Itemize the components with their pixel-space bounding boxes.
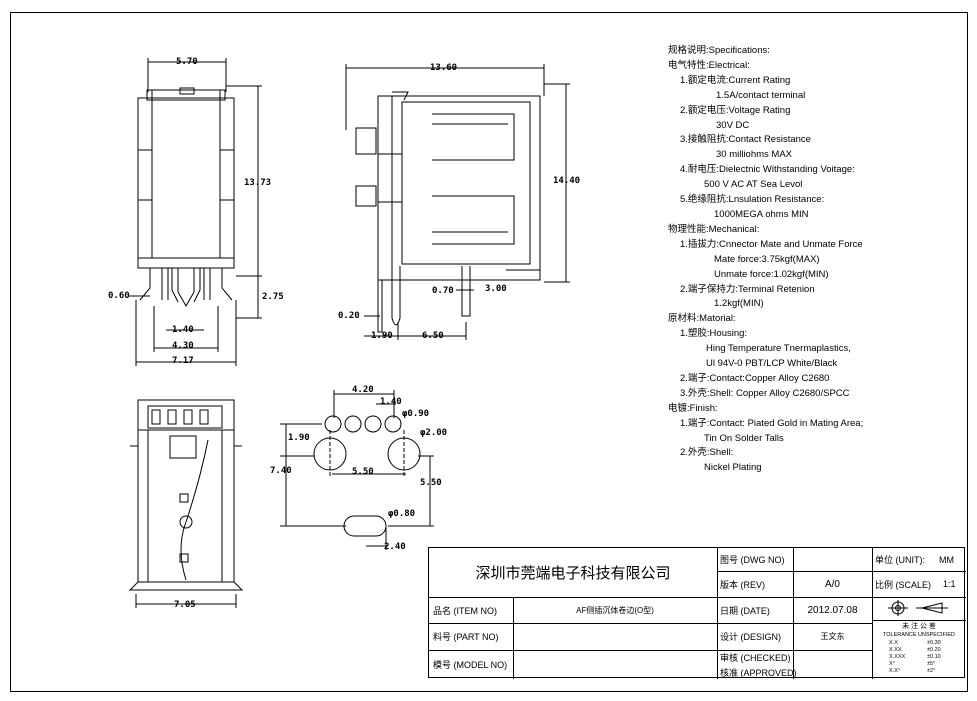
dim-0-20: 0.20 bbox=[338, 311, 360, 321]
spec-line: 1.5A/contact terminal bbox=[716, 89, 806, 101]
spec-line: 1.额定电流:Current Rating bbox=[680, 74, 791, 86]
dim-5-50-vertical: 5.50 bbox=[420, 478, 442, 488]
spec-line: 5.绝缘阻抗:Lnsulation Resistance: bbox=[680, 194, 825, 206]
spec-line: 2.端子保持力:Terminal Retenion bbox=[680, 283, 815, 295]
spec-line: Mate force:3.75kgf(MAX) bbox=[714, 253, 820, 265]
spec-line: 1.插拔力:Cnnector Mate and Unmate Force bbox=[680, 238, 863, 250]
part-no-label: 料号 (PART NO) bbox=[433, 632, 499, 642]
dim-5-70: 5.70 bbox=[176, 57, 198, 67]
checked-label: 审核 (CHECKED) bbox=[720, 653, 791, 663]
dim-phi-2-00: φ2.00 bbox=[420, 428, 448, 438]
tolerance-title: 未 注 公 差 bbox=[902, 623, 936, 630]
spec-line: 1.端子:Contact: Piated Gold in Mating Area… bbox=[680, 417, 864, 429]
dim-1-90-side: 1.90 bbox=[371, 331, 393, 341]
spec-line: Nickel Plating bbox=[704, 462, 762, 474]
tolerance-row: X.X°±2° bbox=[889, 668, 936, 674]
spec-line: 3.接触阻抗:Contact Resistance bbox=[680, 134, 811, 146]
spec-line: 1.2kgf(MIN) bbox=[714, 298, 764, 310]
spec-line: 4.耐电压:Dielectnic Withstanding Voitage: bbox=[680, 164, 855, 176]
spec-line: 30 milliohms MAX bbox=[716, 149, 793, 161]
dim-4-20: 4.20 bbox=[352, 385, 374, 395]
drawing-frame bbox=[10, 12, 968, 692]
dim-phi-0-80: φ0.80 bbox=[388, 509, 416, 519]
model-no-label: 模号 (MODEL NO) bbox=[433, 660, 508, 670]
spec-line: Ul 94V-0 PBT/LCP White/Black bbox=[706, 358, 838, 370]
dim-1-40-front: 1.40 bbox=[172, 325, 194, 335]
tolerance-table: X.X±0.30 X.XX±0.20 X.XXX±0.10 X°±5° X.X°… bbox=[889, 640, 941, 675]
dim-4-30: 4.30 bbox=[172, 341, 194, 351]
spec-line: 1.塑胶:Housing: bbox=[680, 328, 748, 340]
dim-14-40: 14.40 bbox=[553, 176, 581, 186]
tolerance-row: X.XX±0.20 bbox=[889, 647, 941, 653]
design-value: 王文东 bbox=[820, 632, 845, 641]
spec-line: Unmate force:1.02kgf(MIN) bbox=[714, 268, 829, 280]
bottom-view bbox=[128, 399, 244, 608]
spec-line: 30V DC bbox=[716, 119, 750, 131]
approved-label: 核准 (APPROVED) bbox=[720, 667, 797, 678]
unit-label: 单位 (UNIT): bbox=[875, 555, 925, 565]
tolerance-subtitle: TOLERANCE UNSPECIFIED bbox=[882, 631, 956, 638]
spec-line: 2.外壳:Shell: bbox=[680, 447, 734, 459]
title-block: 深圳市莞端电子科技有限公司 品名 (ITEM NO) AF侧插沉体卷边(O型) … bbox=[428, 547, 966, 679]
dim-2-40: 2.40 bbox=[384, 542, 406, 552]
specifications-notes: 规格说明:Specifications: 电气特性:Electrical: 1.… bbox=[668, 44, 863, 476]
spec-line: 1000MEGA ohms MIN bbox=[714, 208, 809, 220]
company-name: 深圳市莞端电子科技有限公司 bbox=[475, 564, 671, 582]
dim-phi-0-90: φ0.90 bbox=[402, 409, 430, 419]
spec-line: 规格说明:Specifications: bbox=[668, 45, 770, 56]
spec-line: 2.端子:Contact:Copper Alloy C2680 bbox=[680, 372, 830, 384]
dim-2-75: 2.75 bbox=[262, 292, 284, 302]
item-no-label: 品名 (ITEM NO) bbox=[433, 605, 497, 616]
projection-symbol-icon bbox=[888, 600, 948, 616]
dim-3-00: 3.00 bbox=[485, 284, 507, 294]
dim-1-90-layout: 1.90 bbox=[288, 433, 310, 443]
spec-line: 2.额定电压:Voltage Rating bbox=[680, 104, 791, 116]
spec-line: Tin On Solder Talls bbox=[704, 432, 784, 444]
scale-value: 1:1 bbox=[943, 579, 956, 589]
date-value: 2012.07.08 bbox=[807, 604, 858, 616]
spec-line: Hing Temperature Tnermaplastics, bbox=[706, 343, 851, 355]
spec-line: 电气特性:Electrical: bbox=[668, 59, 750, 71]
spec-line: 3.外壳:Shell: Copper Alloy C2680/SPCC bbox=[680, 387, 850, 399]
dim-7-17: 7.17 bbox=[172, 356, 194, 366]
dim-6-50: 6.50 bbox=[422, 331, 444, 341]
spec-line: 原材料:Matorial: bbox=[668, 313, 736, 325]
spec-line: 物理性能:Mechanical: bbox=[668, 223, 760, 235]
dim-0-60: 0.60 bbox=[108, 291, 130, 301]
rev-label: 版本 (REV) bbox=[720, 579, 766, 590]
design-label: 设计 (DESIGN) bbox=[720, 632, 782, 642]
tolerance-row: X.X±0.30 bbox=[889, 640, 941, 646]
side-view bbox=[345, 64, 570, 340]
item-no-value: AF侧插沉体卷边(O型) bbox=[576, 605, 654, 615]
spec-line: 500 V AC AT Sea Levol bbox=[704, 179, 803, 191]
scale-label: 比例 (SCALE) bbox=[875, 579, 932, 590]
tolerance-row: X°±5° bbox=[889, 661, 936, 667]
spec-line: 电镀:Finish: bbox=[668, 402, 718, 414]
dim-0-70: 0.70 bbox=[432, 286, 454, 296]
tolerance-row: X.XXX±0.10 bbox=[889, 654, 941, 660]
date-label: 日期 (DATE) bbox=[720, 605, 770, 616]
unit-value: MM bbox=[939, 554, 954, 565]
dim-7-05: 7.05 bbox=[174, 600, 196, 610]
dwg-no-label: 图号 (DWG NO) bbox=[720, 555, 785, 565]
dim-13-73: 13.73 bbox=[244, 178, 272, 188]
rev-value: A/0 bbox=[824, 578, 840, 590]
dim-5-50-horizontal: 5.50 bbox=[352, 467, 374, 477]
dim-1-40-layout: 1.40 bbox=[380, 397, 402, 407]
dim-13-60: 13.60 bbox=[430, 63, 458, 73]
dim-7-40: 7.40 bbox=[270, 466, 292, 476]
front-view bbox=[128, 58, 262, 366]
pcb-layout bbox=[280, 390, 434, 550]
